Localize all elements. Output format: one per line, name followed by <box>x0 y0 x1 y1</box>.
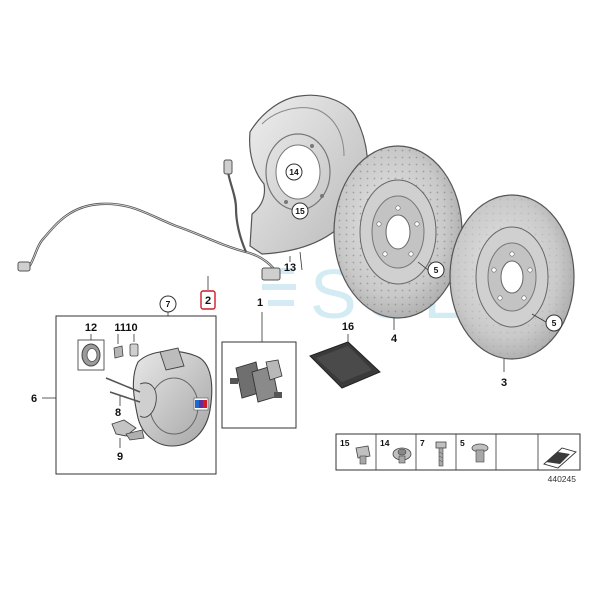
svg-text:7: 7 <box>166 299 171 309</box>
caliper-bracket-clip <box>111 419 145 448</box>
guide-bolt <box>105 377 141 406</box>
bolt-5-icon <box>471 443 489 463</box>
svg-text:13: 13 <box>284 262 296 274</box>
fastener-legend: 15 14 7 5 <box>335 433 581 471</box>
callout-5-disc-3: 5 <box>545 314 563 332</box>
label-1: 1 <box>257 297 263 309</box>
label-8: 8 <box>115 407 121 419</box>
legend-label-14: 14 <box>380 438 390 448</box>
label-9: 9 <box>117 451 123 463</box>
legend-label-7: 7 <box>420 438 425 448</box>
callout-5-disc-4: 5 <box>427 261 445 279</box>
callout-15: 15 <box>291 202 309 220</box>
svg-text:14: 14 <box>289 167 299 177</box>
label-4: 4 <box>391 333 398 345</box>
nut-14-icon <box>392 447 412 464</box>
wear-sensor-cable <box>17 159 281 281</box>
legend-label-15: 15 <box>340 438 350 448</box>
view-direction-arrow-icon <box>543 447 577 469</box>
caliper-seal-ring <box>77 334 105 371</box>
svg-text:2: 2 <box>205 295 211 307</box>
svg-text:5: 5 <box>434 265 439 275</box>
svg-text:5: 5 <box>552 318 557 328</box>
plain-brake-disc <box>449 194 575 372</box>
label-2-highlighted: 2 <box>200 276 216 310</box>
brake-caliper <box>132 347 213 447</box>
reference-number: 440245 <box>548 474 577 484</box>
callout-14: 14 <box>285 163 303 181</box>
svg-text:15: 15 <box>295 206 305 216</box>
label-12: 12 <box>85 322 97 334</box>
label-16: 16 <box>342 321 354 333</box>
label-6: 6 <box>31 393 37 405</box>
label-13: 13 <box>284 256 296 274</box>
screw-7-icon <box>435 441 447 467</box>
sensor-tip <box>261 267 281 281</box>
brake-pads <box>230 359 283 403</box>
legend-label-5: 5 <box>460 438 465 448</box>
bolt-15-icon <box>355 445 371 465</box>
sensor-connector <box>17 261 31 272</box>
grease-packet <box>309 341 381 389</box>
label-3: 3 <box>501 377 507 389</box>
bleeder-valve <box>113 334 139 359</box>
label-1110: 1110 <box>114 322 137 334</box>
